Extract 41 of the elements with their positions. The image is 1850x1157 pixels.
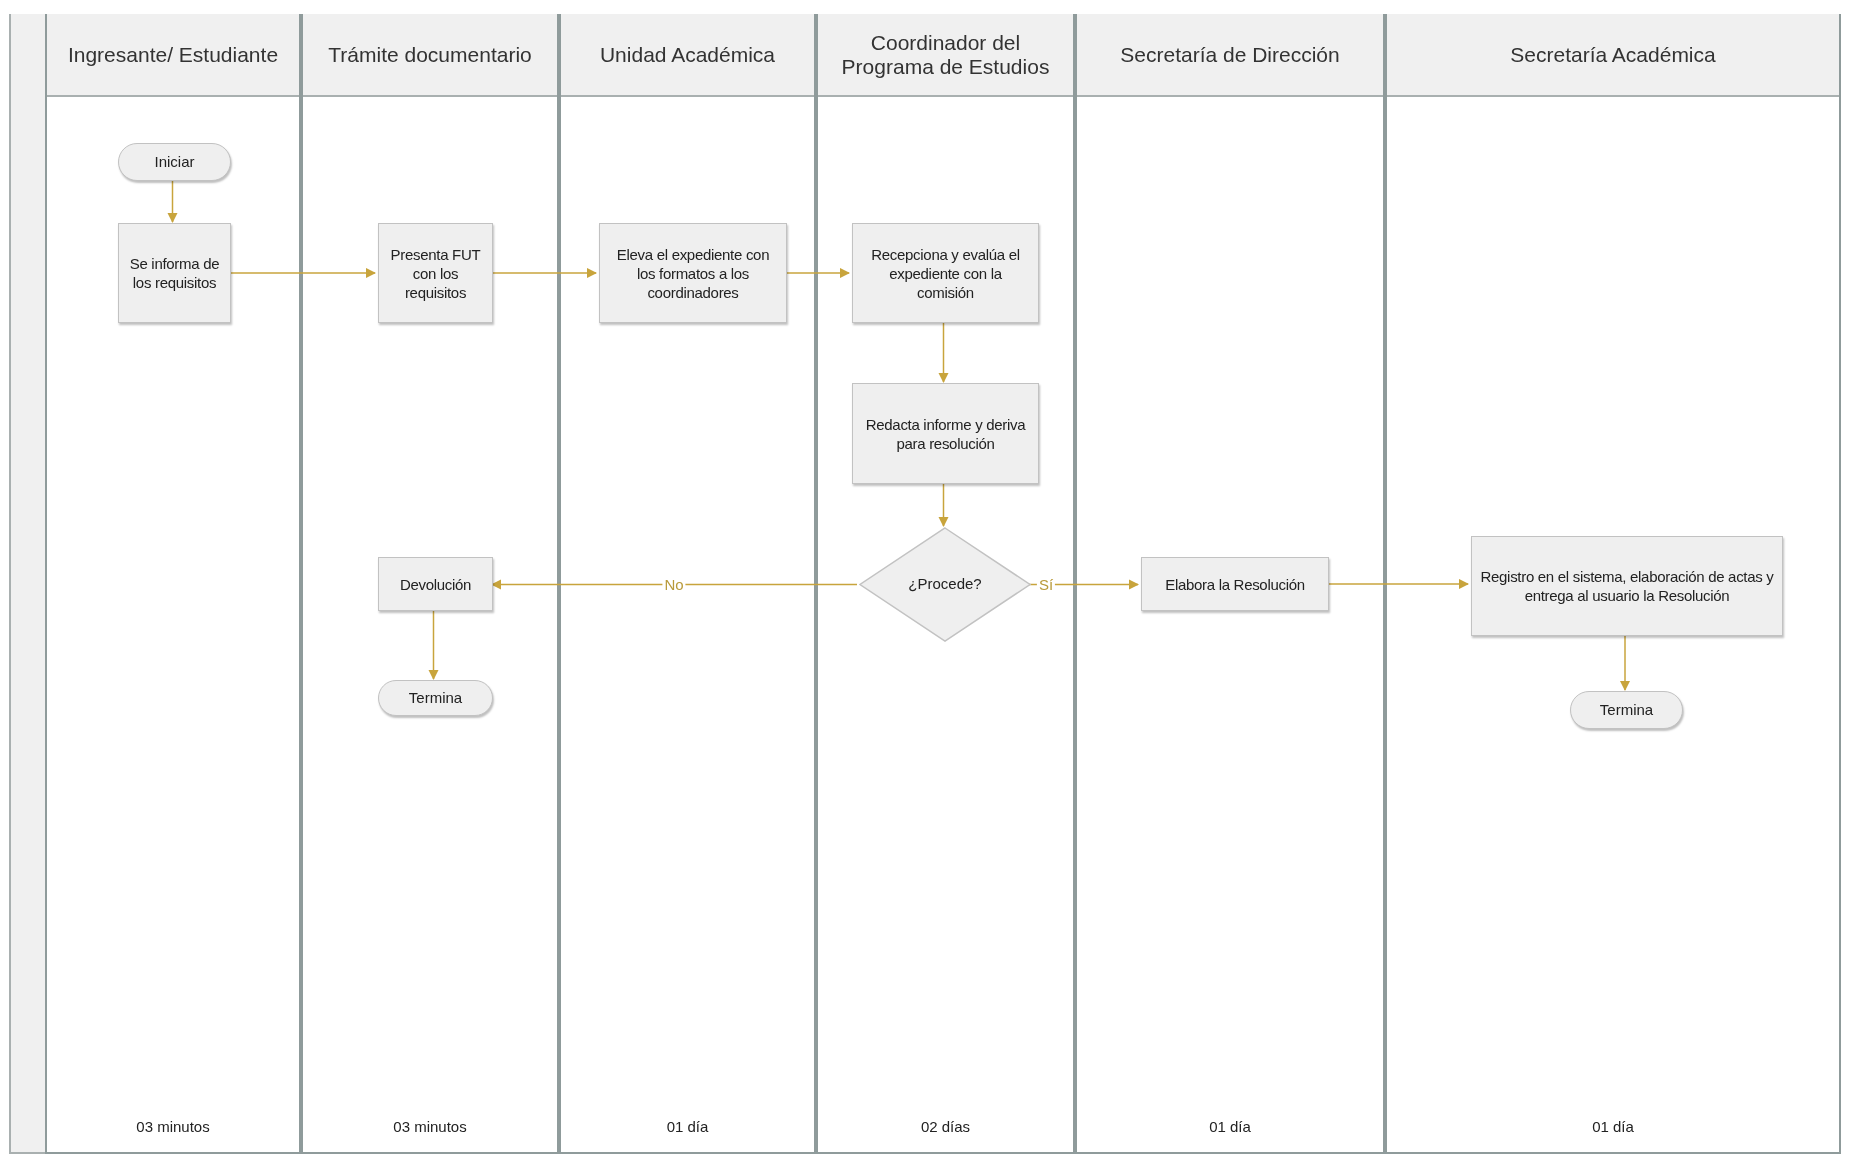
arrow bbox=[1619, 635, 1631, 692]
arrow bbox=[428, 610, 439, 681]
process-box: Recepciona y evalúa el expediente con la comisión bbox=[852, 223, 1039, 323]
lane-header: Secretaría de Dirección bbox=[1077, 14, 1383, 97]
terminator-pill: Termina bbox=[1570, 691, 1683, 729]
swimlane bbox=[559, 14, 816, 1154]
duration-label: 03 minutos bbox=[392, 1116, 468, 1137]
swimlane bbox=[45, 14, 301, 1154]
process-box: Eleva el expediente con los formatos a los coordinadores bbox=[599, 223, 787, 323]
lane-header: Ingresante/ Estudiante bbox=[47, 14, 299, 97]
arrow bbox=[1028, 579, 1140, 590]
swimlane bbox=[301, 14, 559, 1154]
decision-diamond: ¿Procede? bbox=[859, 527, 1031, 642]
duration-label: 01 día bbox=[665, 1116, 710, 1137]
duration-label: 01 día bbox=[1591, 1116, 1635, 1137]
arrow bbox=[490, 267, 598, 279]
arrow bbox=[167, 180, 178, 224]
arrow bbox=[784, 267, 851, 279]
duration-label: 01 día bbox=[1208, 1116, 1252, 1137]
process-box: Registro en el sistema, elaboración de actas y entrega al usuario la Resolución bbox=[1471, 536, 1783, 636]
arrow bbox=[228, 267, 377, 279]
arrow bbox=[938, 322, 949, 384]
process-box: Se informa de los requisitos bbox=[118, 223, 231, 323]
process-box: Presenta FUT con los requisitos bbox=[378, 223, 493, 323]
duration-label: 03 minutos bbox=[135, 1116, 211, 1137]
duration-label: 02 días bbox=[919, 1116, 972, 1137]
lane-header: Unidad Académica bbox=[561, 14, 814, 97]
lane-header: Secretaría Académica bbox=[1387, 14, 1839, 97]
swimlane bbox=[1385, 14, 1841, 1154]
lane-header: Coordinador del Programa de Estudios bbox=[818, 14, 1073, 97]
arrow bbox=[938, 483, 949, 528]
process-box: Redacta informe y deriva para resolución bbox=[852, 383, 1039, 484]
process-box: Elabora la Resolución bbox=[1141, 557, 1329, 611]
process-box: Devolución bbox=[378, 557, 493, 611]
arrow bbox=[490, 579, 858, 590]
lane-header: Trámite documentario bbox=[303, 14, 557, 97]
terminator-pill: Iniciar bbox=[118, 143, 231, 181]
arrow bbox=[1326, 578, 1470, 590]
swimlane bbox=[1075, 14, 1385, 1154]
swimlane bbox=[816, 14, 1075, 1154]
terminator-pill: Termina bbox=[378, 680, 493, 716]
